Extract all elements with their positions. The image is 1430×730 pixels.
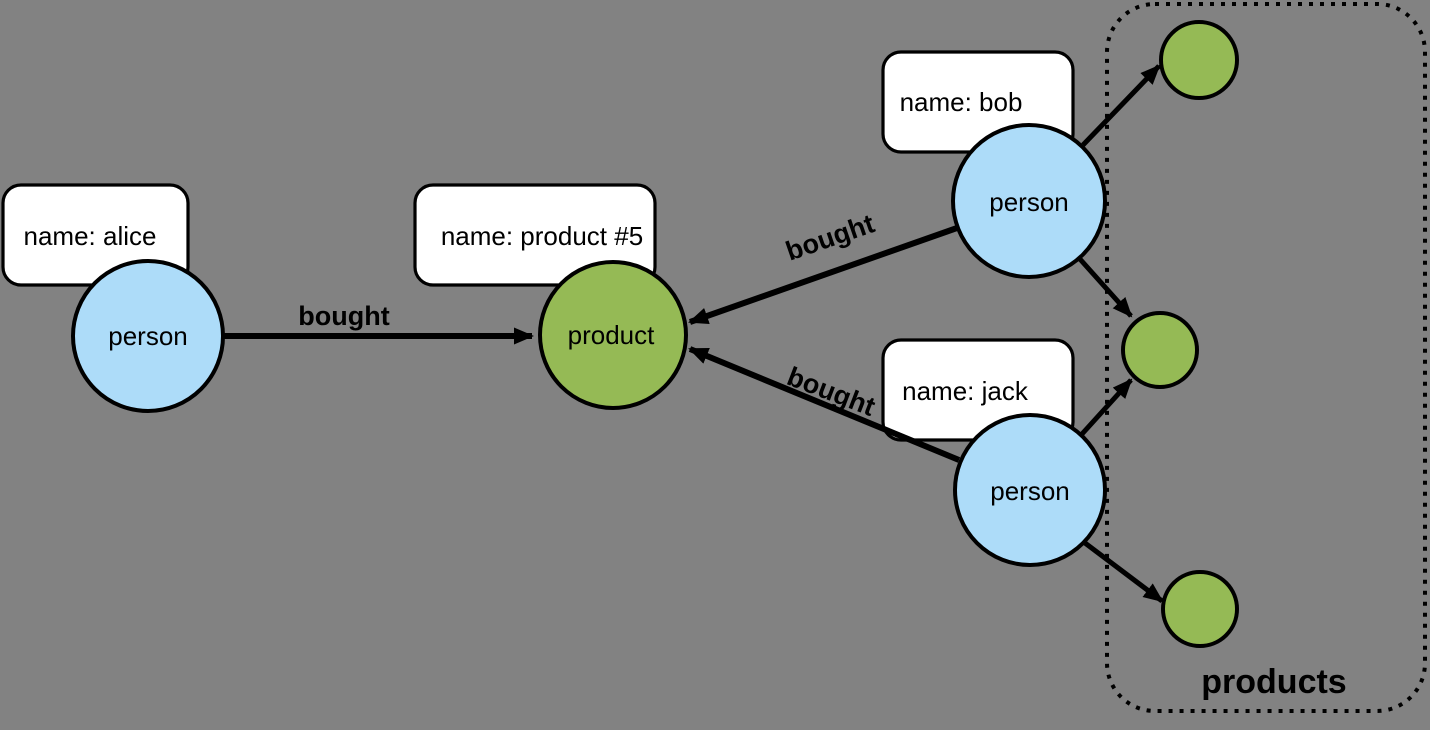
node-bob (951, 123, 1107, 279)
products-group-border (1105, 2, 1427, 713)
product5-type-label: product (568, 320, 655, 350)
edge-bob-bought-product (688, 225, 958, 325)
product5-property-label: name: product #5 (441, 221, 643, 251)
node-jack (953, 413, 1107, 567)
alice-bought-label: bought (298, 301, 389, 331)
edge-bob-product1 (1081, 64, 1161, 147)
edge-bob-product2 (1077, 256, 1133, 318)
bob-type-label: person (989, 187, 1069, 217)
edge-jack-bought-product (688, 346, 961, 463)
node-product-small-3 (1161, 570, 1239, 648)
edge-jack-product3 (1083, 541, 1164, 603)
node-product5 (538, 260, 688, 410)
jack-property-label: name: jack (902, 376, 1029, 406)
product5-property-box (413, 183, 657, 287)
jack-type-label: person (990, 476, 1070, 506)
edge-jack-product2 (1080, 378, 1133, 436)
products-group-label: products (1201, 663, 1346, 701)
bob-property-label: name: bob (900, 87, 1023, 117)
node-product-small-2 (1121, 311, 1199, 389)
alice-property-label: name: alice (24, 221, 157, 251)
node-product-small-1 (1159, 20, 1239, 100)
alice-type-label: person (108, 321, 188, 351)
node-alice (71, 259, 225, 413)
